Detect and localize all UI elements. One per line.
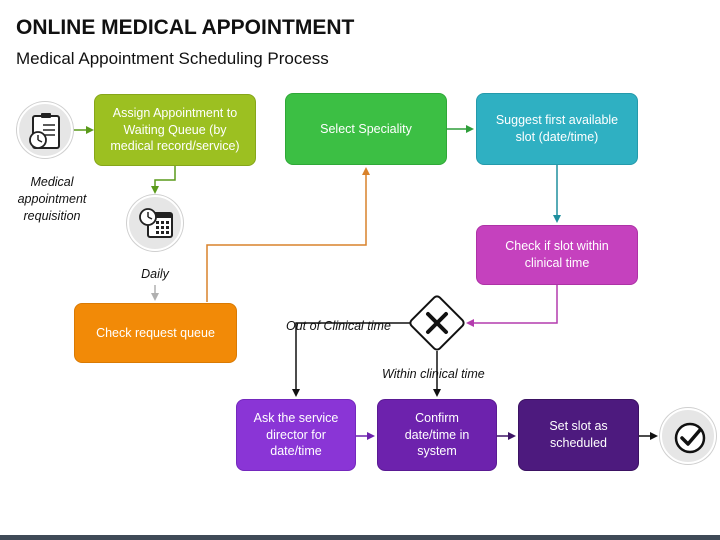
step-ask-director: Ask the service director for date/time	[236, 399, 356, 471]
step-check-request-queue: Check request queue	[74, 303, 237, 363]
step-suggest-slot: Suggest first available slot (date/time)	[476, 93, 638, 165]
step-check-queue-label: Check request queue	[96, 325, 215, 340]
step-assign-appointment: Assign Appointment to Waiting Queue (by …	[94, 94, 256, 166]
clipboard-clock-icon	[17, 102, 73, 158]
step-confirm-label: Confirm date/time in system	[404, 410, 470, 459]
step-select-speciality-label: Select Speciality	[320, 121, 412, 136]
out-of-clinical-label: Out of Clinical time	[286, 319, 391, 333]
page-title: ONLINE MEDICAL APPOINTMENT	[16, 16, 355, 39]
check-mark-icon	[660, 408, 716, 464]
arrow-assign-to-daily	[151, 165, 176, 194]
calendar-clock-icon	[127, 195, 183, 251]
step-suggest-slot-label: Suggest first available slot (date/time)	[495, 113, 619, 144]
within-clinical-label: Within clinical time	[382, 367, 485, 381]
step-confirm: Confirm date/time in system	[377, 399, 497, 471]
step-assign-label: Assign Appointment to Waiting Queue (by …	[110, 105, 240, 154]
daily-label: Daily	[141, 267, 169, 281]
x-mark-icon	[426, 312, 448, 334]
arrow-queue-to-speciality	[206, 167, 370, 302]
requisition-label: Medical appointment requisition	[17, 175, 87, 223]
bottom-bar	[0, 535, 720, 540]
step-set-slot: Set slot as scheduled	[518, 399, 639, 471]
step-select-speciality: Select Speciality	[285, 93, 447, 165]
arrow-decision-to-ask	[292, 322, 410, 397]
arrow-checkslot-to-decision	[466, 284, 558, 327]
decision-diamond	[409, 295, 465, 351]
page-subtitle: Medical Appointment Scheduling Process	[16, 49, 329, 68]
step-set-slot-label: Set slot as scheduled	[549, 419, 608, 450]
step-check-slot: Check if slot within clinical time	[476, 225, 638, 285]
step-check-slot-label: Check if slot within clinical time	[505, 239, 609, 270]
step-ask-director-label: Ask the service director for date/time	[253, 410, 339, 459]
